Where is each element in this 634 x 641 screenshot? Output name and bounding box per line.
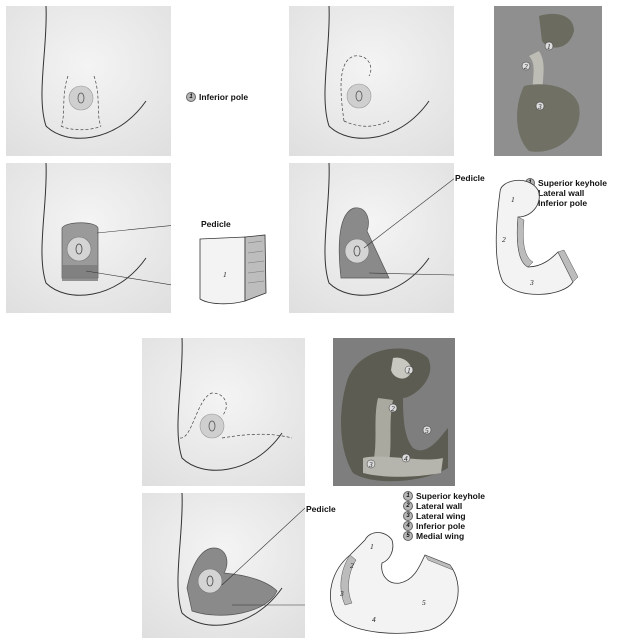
specimen-number: 1 bbox=[223, 270, 227, 279]
legend-number-badge: 1 bbox=[403, 491, 413, 501]
photo-number: 3 bbox=[368, 460, 373, 469]
specimen-number: 5 bbox=[422, 598, 426, 607]
panel-c-specimen: 1 2 3 4 5 bbox=[320, 525, 470, 637]
specimen-number: 3 bbox=[529, 278, 534, 287]
legend-item: 1 Superior keyhole bbox=[403, 491, 485, 501]
specimen-hook-c: 1 2 3 4 5 bbox=[320, 525, 470, 637]
pedicle-label-a: Pedicle bbox=[201, 219, 231, 229]
photo-number: 4 bbox=[404, 454, 408, 463]
photo-number: 2 bbox=[391, 404, 395, 413]
legend-number-badge: 2 bbox=[403, 501, 413, 511]
panel-c-specimen-photo: 1 2 3 4 5 bbox=[333, 338, 455, 486]
legend-number-badge: 1 bbox=[186, 92, 196, 102]
specimen-number: 2 bbox=[502, 235, 506, 244]
panel-a-legend: 1 Inferior pole bbox=[186, 92, 248, 102]
breast-pedicle-a bbox=[6, 163, 171, 313]
panel-a-pedicle-illustration bbox=[6, 163, 171, 313]
photo-number: 2 bbox=[524, 62, 528, 71]
panel-b-pedicle-illustration bbox=[289, 163, 454, 313]
specimen-number: 1 bbox=[511, 195, 515, 204]
specimen-block-a: 1 bbox=[190, 233, 270, 308]
legend-text: Lateral wall bbox=[416, 501, 462, 511]
pedicle-label-b: Pedicle bbox=[455, 173, 485, 183]
legend-text: Superior keyhole bbox=[416, 491, 485, 501]
specimen-photo-b: 1 2 3 bbox=[494, 6, 602, 156]
pedicle-label-c: Pedicle bbox=[306, 504, 336, 514]
panel-b-marking-illustration bbox=[289, 6, 454, 156]
panel-c-marking-illustration bbox=[142, 338, 305, 486]
legend-number-badge: 3 bbox=[403, 511, 413, 521]
breast-marking-a bbox=[6, 6, 171, 156]
panel-a-specimen: 1 bbox=[190, 233, 270, 308]
legend-text: Inferior pole bbox=[199, 92, 248, 102]
panel-b-specimen: 1 2 3 bbox=[488, 172, 583, 302]
specimen-number: 1 bbox=[370, 542, 374, 551]
panel-c-pedicle-illustration bbox=[142, 493, 305, 638]
photo-number: 3 bbox=[537, 102, 542, 111]
panel-a-marking-illustration bbox=[6, 6, 171, 156]
photo-number: 1 bbox=[407, 366, 411, 375]
specimen-number: 4 bbox=[372, 615, 376, 624]
breast-marking-b bbox=[289, 6, 454, 156]
specimen-photo-c: 1 2 3 4 5 bbox=[333, 338, 455, 486]
photo-number: 5 bbox=[425, 426, 429, 435]
legend-text: Lateral wing bbox=[416, 511, 466, 521]
breast-pedicle-b bbox=[289, 163, 454, 313]
breast-marking-c bbox=[142, 338, 305, 486]
specimen-number: 3 bbox=[339, 589, 344, 598]
photo-number: 1 bbox=[547, 42, 551, 51]
legend-item: 1 Inferior pole bbox=[186, 92, 248, 102]
specimen-hook-b: 1 2 3 bbox=[488, 172, 583, 302]
legend-item: 3 Lateral wing bbox=[403, 511, 485, 521]
breast-pedicle-c bbox=[142, 493, 305, 638]
panel-b-specimen-photo: 1 2 3 bbox=[494, 6, 602, 156]
legend-item: 2 Lateral wall bbox=[403, 501, 485, 511]
specimen-number: 2 bbox=[350, 561, 354, 570]
